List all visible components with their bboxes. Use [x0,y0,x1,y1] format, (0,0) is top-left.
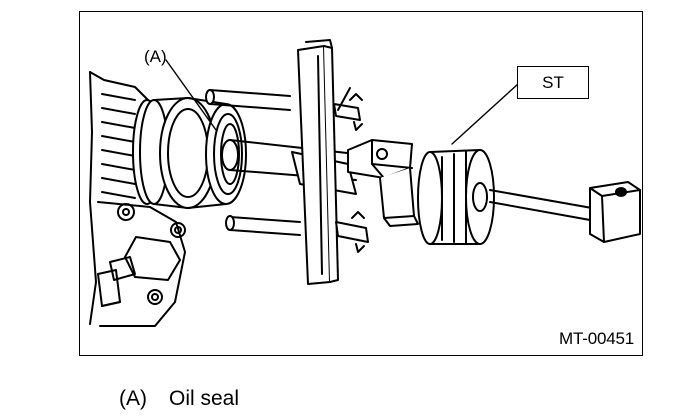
leader-line-st [451,83,519,145]
legend-key: (A) [119,387,147,410]
slide-hammer-weight [417,149,495,245]
slide-hammer-rod [489,181,641,243]
callout-label-a: (A) [144,47,167,66]
extension-housing [132,97,227,209]
guide-bolts [205,89,301,236]
legend-text: Oil seal [169,387,240,410]
special-tool-callout: ST [517,66,589,99]
slide-bracket [347,139,419,227]
oil-seal-removal-illustration [89,39,641,327]
transmission-case [89,71,186,327]
crossbar [297,39,369,285]
legend: (A) Oil seal [119,387,239,411]
figure-id: MT-00451 [559,329,634,348]
figure-frame: (A) ST MT-00451 [79,11,643,356]
leader-line-a [165,59,217,131]
callout-label-st: ST [542,72,564,92]
